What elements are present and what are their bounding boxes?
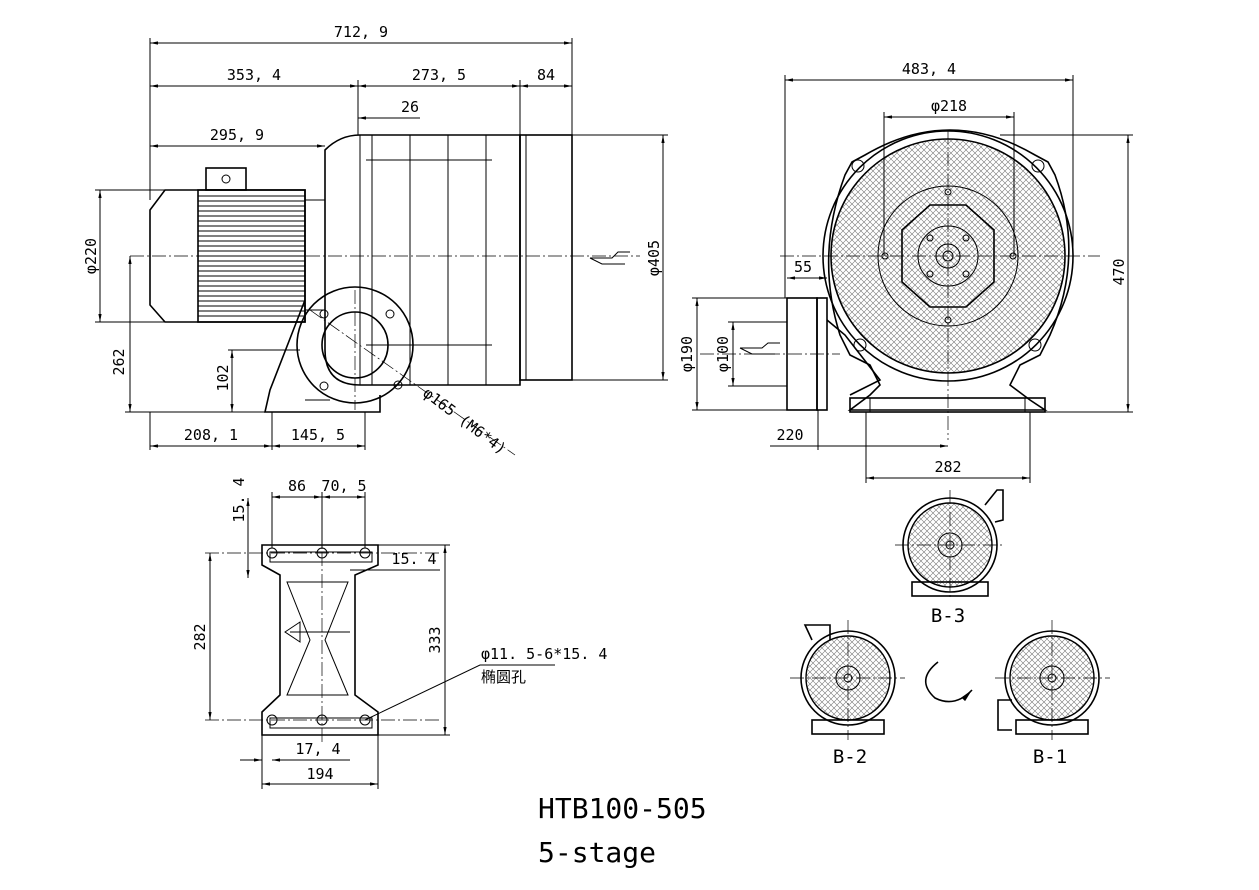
label-b2: B-2 [833, 746, 867, 768]
dim-base-span: 282 [934, 458, 961, 476]
dim-overall-width: 483, 4 [902, 60, 956, 78]
front-view: 483, 4 φ218 470 55 φ190 φ100 220 [678, 60, 1133, 483]
side-dims: 712, 9 353, 4 273, 5 84 26 295, 9 208, 1… [82, 23, 668, 458]
dim-flange-pcd: φ165 (M6*4) [420, 384, 510, 458]
model-title: HTB100-505 [538, 792, 707, 825]
front-dims: 483, 4 φ218 470 55 φ190 φ100 220 [678, 60, 1133, 483]
base-view: 15. 4 86 70, 5 15. 4 282 333 17, 4 194 φ [191, 477, 607, 789]
dim-edge-offset: 17, 4 [295, 740, 340, 758]
dim-outlet-offset: 220 [776, 426, 803, 444]
base-dims: 15. 4 86 70, 5 15. 4 282 333 17, 4 194 φ [191, 477, 607, 789]
dim-center-height: 262 [110, 348, 128, 375]
dim-hole-spacing-2: 70, 5 [321, 477, 366, 495]
hole-note-cn: 椭圆孔 [481, 668, 526, 686]
orientation-b2: B-2 [790, 620, 905, 768]
dim-flange-offset: 26 [401, 98, 419, 116]
dim-base-length: 333 [426, 626, 444, 653]
dim-inlet-diameter: φ405 [645, 240, 663, 276]
hole-note: φ11. 5-6*15. 4 [481, 645, 607, 663]
dim-base-width: 194 [306, 765, 333, 783]
stage-label: 5-stage [538, 836, 656, 869]
dim-hole-spacing-1: 86 [288, 477, 306, 495]
dim-flange-depth: 55 [794, 258, 812, 276]
dim-motor-length: 295, 9 [210, 126, 264, 144]
motor [149, 167, 326, 323]
side-view: 712, 9 353, 4 273, 5 84 26 295, 9 208, 1… [82, 23, 668, 458]
orientation-b1: B-1 [995, 620, 1110, 768]
dim-height: 470 [1110, 258, 1128, 285]
dim-motor-to-inlet: 353, 4 [227, 66, 281, 84]
dim-motor-diameter: φ220 [82, 238, 100, 274]
label-b1: B-1 [1033, 746, 1067, 768]
rotation-arrow-icon [924, 661, 973, 703]
orientation-views: B-3 B-2 B-1 [790, 489, 1110, 768]
dim-body-length: 273, 5 [412, 66, 466, 84]
dim-flange-outer: φ190 [678, 336, 696, 372]
orientation-b3: B-3 [895, 489, 1005, 627]
dim-flange-inner: φ100 [714, 336, 732, 372]
label-b3: B-3 [931, 605, 965, 627]
dim-base-rear: 145, 5 [291, 426, 345, 444]
dim-overall-length: 712, 9 [334, 23, 388, 41]
dim-outlet-height: 102 [214, 364, 232, 391]
dim-slot-offset: 15. 4 [391, 550, 436, 568]
dim-base-front: 208, 1 [184, 426, 238, 444]
dim-top-offset: 15. 4 [230, 477, 248, 522]
dim-pcd: φ218 [931, 97, 967, 115]
blower-body [324, 134, 630, 386]
dim-outlet-length: 84 [537, 66, 555, 84]
dim-hole-pitch: 282 [191, 623, 209, 650]
